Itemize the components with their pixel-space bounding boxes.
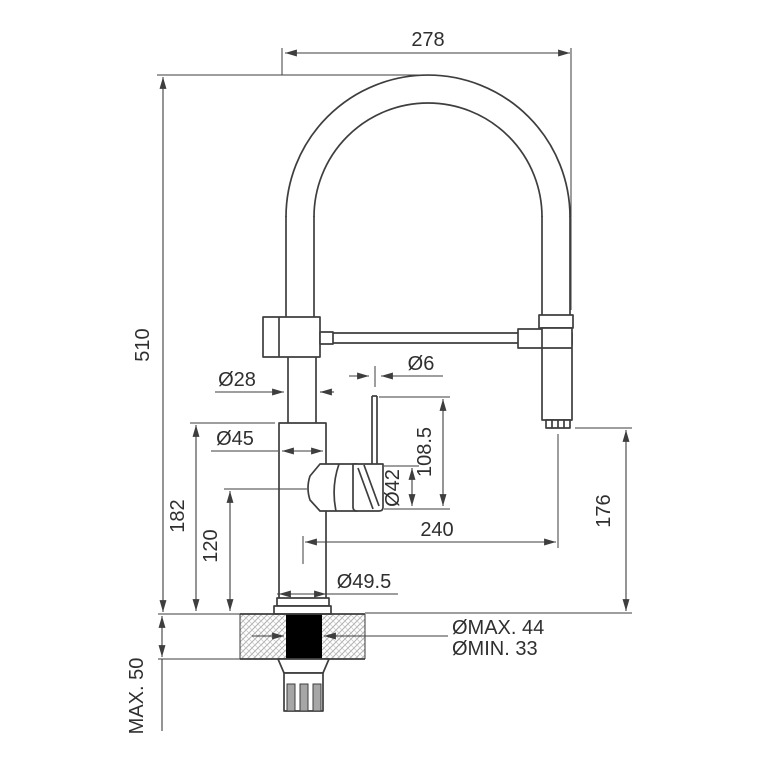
dim-handle-diameter: Ø42: [382, 465, 419, 507]
mounting-stud: [299, 683, 309, 712]
dim-label-o49-5: Ø49.5: [337, 571, 391, 593]
riser-column: [287, 357, 317, 423]
dim-label-182: 182: [167, 499, 189, 532]
dim-outlet-height: 176: [365, 427, 632, 614]
faucet-body: [278, 422, 327, 601]
mounting-stud: [286, 683, 296, 712]
dim-label-hole-min: ØMIN. 33: [452, 638, 538, 660]
dim-label-278: 278: [411, 29, 444, 51]
dim-label-hole-max: ØMAX. 44: [452, 617, 544, 639]
dim-label-510: 510: [132, 328, 154, 361]
dim-lower-height: 120: [200, 488, 307, 611]
spray-head: [538, 314, 574, 429]
handle: [307, 395, 384, 512]
dim-lever-rod: Ø6: [349, 353, 443, 387]
dim-body-diameter: Ø45: [211, 428, 323, 455]
handle-joint: [307, 463, 358, 512]
dim-label-o6: Ø6: [408, 353, 435, 375]
lever-rod: [371, 395, 378, 464]
dim-column-diameter: Ø28: [215, 369, 334, 396]
base-flange: [273, 597, 332, 615]
dim-deck-thickness: MAX. 50: [126, 613, 240, 735]
support-arm: [333, 328, 573, 349]
dim-label-108-5: 108.5: [414, 427, 436, 477]
dim-overall-height: 510: [132, 74, 428, 612]
mounting-stud: [312, 683, 322, 712]
dim-label-120: 120: [200, 529, 222, 562]
mounting-hole: [286, 614, 322, 659]
spring-spout-arch: [285, 74, 571, 317]
dim-spout-width: 278: [281, 29, 572, 310]
dim-label-o42: Ø42: [382, 469, 404, 507]
dim-body-height: 182: [167, 422, 275, 611]
dim-label-240: 240: [420, 519, 453, 541]
dim-mounting-hole: ØMAX. 44 ØMIN. 33: [252, 617, 544, 660]
dim-label-o45: Ø45: [216, 428, 254, 450]
dim-handle-assembly-height: 108.5: [379, 396, 450, 510]
dim-base-diameter: Ø49.5: [277, 571, 398, 598]
dim-label-o28: Ø28: [218, 369, 256, 391]
dim-label-max50: MAX. 50: [126, 658, 148, 735]
mounting-shank: [277, 658, 330, 712]
dim-label-176: 176: [593, 494, 615, 527]
dim-spout-reach: 240: [302, 434, 559, 564]
hose-fitting-collar: [262, 316, 334, 358]
